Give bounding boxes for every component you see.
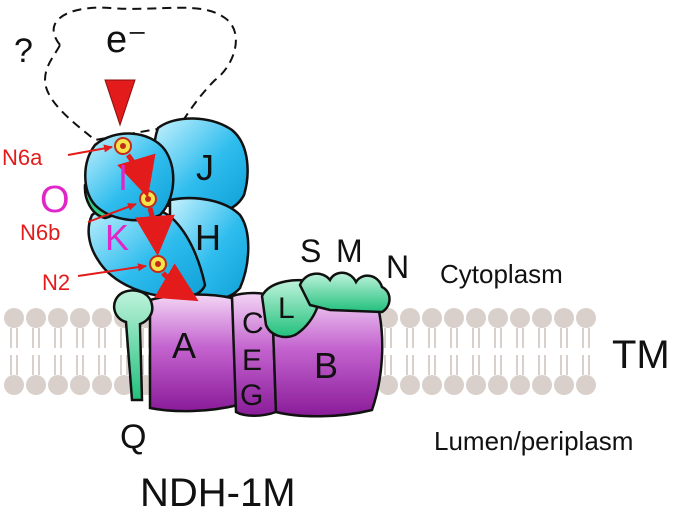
lipid-head [422, 308, 442, 328]
lipid-head [444, 375, 464, 395]
transfer-arrow-3 [153, 263, 199, 302]
subunit-k-label: K [105, 217, 129, 258]
tm-label: TM [612, 333, 670, 377]
question-mark-label: ? [14, 32, 33, 70]
lipid-head [4, 375, 24, 395]
subunit-q-shape [113, 289, 154, 402]
lipid-head [466, 308, 486, 328]
lipid-head [466, 375, 486, 395]
cluster-n6b-label: N6b [20, 220, 60, 245]
n6a-pointer [67, 144, 113, 156]
lipid-head [554, 375, 574, 395]
lipid-head [510, 308, 530, 328]
lipid-head [378, 375, 398, 395]
subunit-n-label: N [386, 249, 409, 285]
lipid-head [400, 375, 420, 395]
transfer-arrow-2 [134, 207, 175, 256]
subunit-j-label: J [196, 147, 214, 188]
cytoplasm-label: Cytoplasm [440, 259, 563, 289]
n6b-pointer [87, 203, 137, 223]
lipid-head [400, 308, 420, 328]
lipid-head [70, 308, 90, 328]
fe-s-cluster-n2 [149, 255, 167, 273]
n2-pointer [77, 263, 147, 277]
lipid-head [510, 375, 530, 395]
subunit-l-label: L [278, 292, 295, 325]
title-label: NDH-1M [140, 471, 296, 515]
hydrophilic-arm [83, 117, 250, 302]
lipid-head [48, 308, 68, 328]
cluster-n6a-label: N6a [2, 145, 43, 170]
lipid-head [92, 308, 112, 328]
green-subunits [113, 271, 391, 402]
lipid-head [114, 375, 134, 395]
subunit-i-label: I [118, 157, 128, 198]
subunit-s-label: S [300, 233, 321, 269]
transfer-arrow-1 [117, 153, 156, 198]
subunit-a-label: A [172, 325, 196, 366]
lipid-head [48, 375, 68, 395]
lipid-head [554, 308, 574, 328]
fe-s-cluster-n6b [139, 190, 157, 208]
fe-s-cluster-n6a [114, 137, 132, 155]
subunit-g-label: G [240, 379, 263, 412]
lipid-head [378, 308, 398, 328]
lipid-head [26, 308, 46, 328]
subunit-b-label: B [314, 345, 338, 386]
lipid-head [92, 375, 112, 395]
unknown-subunit-outline [43, 6, 237, 142]
lipid-head [444, 308, 464, 328]
subunit-q-label: Q [120, 418, 146, 456]
lipid-head [26, 375, 46, 395]
electron-label: e⁻ [106, 19, 147, 61]
lipid-head [532, 375, 552, 395]
lipid-head [532, 308, 552, 328]
lipid-head [422, 375, 442, 395]
subunit-m-label: M [336, 233, 363, 269]
lumen-label: Lumen/periplasm [434, 426, 633, 456]
lipid-head [70, 375, 90, 395]
subunit-o-label: O [40, 179, 70, 221]
cluster-n2-label: N2 [42, 270, 70, 295]
electron-entry-wedge [104, 79, 136, 127]
lipid-head [576, 375, 596, 395]
lipid-head [488, 375, 508, 395]
subunit-h-label: H [195, 217, 221, 258]
lipid-head [488, 308, 508, 328]
electron-transfer-arrows [117, 153, 199, 302]
subunit-c-label: C [242, 307, 264, 340]
lipid-head [576, 308, 596, 328]
lipid-head [4, 308, 24, 328]
subunit-e-label: E [242, 344, 262, 377]
subunits-smn-shape [298, 271, 391, 314]
